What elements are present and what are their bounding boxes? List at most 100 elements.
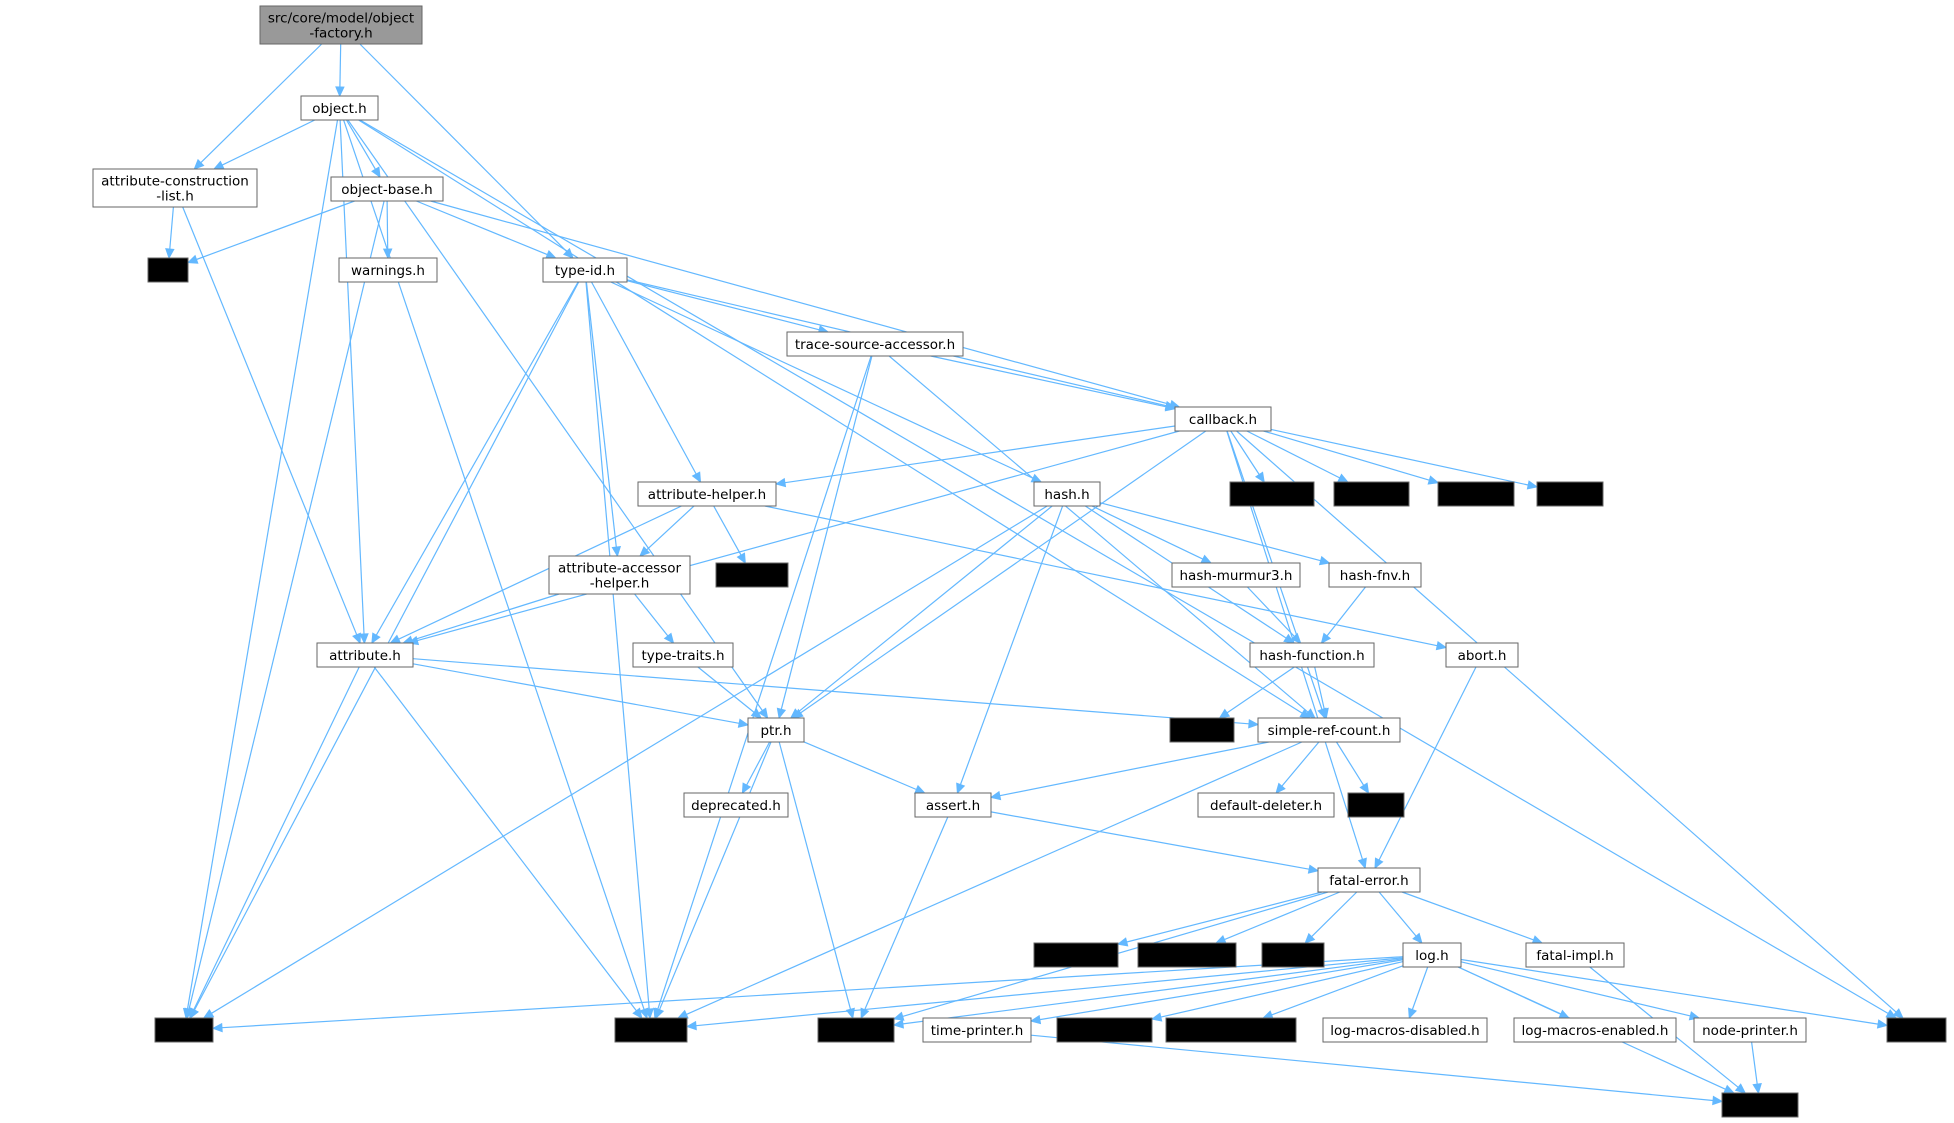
node-box xyxy=(715,562,789,588)
edge-line xyxy=(1224,891,1341,941)
edge-arrowhead xyxy=(789,708,802,719)
node-trace-source-accessor-h[interactable]: trace-source-accessor.h xyxy=(786,331,964,357)
node-label: exception xyxy=(1043,948,1109,964)
node-box xyxy=(632,642,734,668)
node-type-id-h[interactable]: type-id.h xyxy=(542,257,628,283)
edge-arrowhead xyxy=(691,471,702,484)
edge-abort-h-to-fatal-error-h xyxy=(1374,666,1477,870)
edge-fatal-error-h-to-log-h xyxy=(1378,891,1423,944)
edge-line xyxy=(1030,1034,1714,1102)
node-default-deleter-h[interactable]: default-deleter.h xyxy=(1197,792,1335,818)
edge-line xyxy=(778,741,852,1010)
node-box xyxy=(147,257,189,283)
edge-assert-h-to-iostream xyxy=(860,816,949,1020)
node-label: string xyxy=(165,1023,204,1039)
edge-line xyxy=(1314,666,1325,710)
node-box xyxy=(786,331,964,357)
node-attribute-accessor-helper-h[interactable]: attribute-accessor-helper.h xyxy=(548,555,691,595)
node-object-factory[interactable]: src/core/model/object-factory.h xyxy=(259,5,423,45)
node-box xyxy=(1445,642,1519,668)
edge-object-h-to-object-base-h xyxy=(345,119,381,179)
node-hash-murmur3-h[interactable]: hash-murmur3.h xyxy=(1171,562,1301,588)
edge-ptr-h-to-stdint-h xyxy=(655,741,772,1020)
edge-line xyxy=(610,281,1034,479)
node-time-printer-h[interactable]: time-printer.h xyxy=(922,1017,1032,1043)
node-deprecated-h[interactable]: deprecated.h xyxy=(683,792,789,818)
edge-object-base-h-to-string xyxy=(184,200,385,1020)
edge-object-h-to-attribute-h xyxy=(339,119,369,645)
edge-arrowhead xyxy=(1337,473,1349,483)
node-hash-h[interactable]: hash.h xyxy=(1033,481,1101,507)
edge-object-factory-to-attribute-construction-list-h xyxy=(193,43,323,170)
node-vector: vector xyxy=(1886,1017,1947,1043)
node-label: memory xyxy=(1343,487,1399,503)
edge-line xyxy=(746,741,771,786)
node-box xyxy=(338,257,438,283)
node-box xyxy=(1257,717,1401,743)
node-log-h[interactable]: log.h xyxy=(1402,942,1462,968)
node-log-macros-enabled-h[interactable]: log-macros-enabled.h xyxy=(1513,1017,1677,1043)
node-attribute-helper-h[interactable]: attribute-helper.h xyxy=(637,481,777,507)
edge-fatal-error-h-to-string-view xyxy=(1214,891,1341,944)
edge-line xyxy=(1271,965,1404,1016)
node-warnings-h[interactable]: warnings.h xyxy=(338,257,438,283)
node-label: functional xyxy=(1238,487,1305,503)
node-ptr-h[interactable]: ptr.h xyxy=(747,717,805,743)
edge-arrowhead xyxy=(1712,1095,1724,1106)
edge-arrowhead xyxy=(1435,640,1448,651)
node-simple-ref-count-h[interactable]: simple-ref-count.h xyxy=(1257,717,1401,743)
edge-line xyxy=(999,741,1269,797)
node-box xyxy=(1402,942,1462,968)
edge-callback-h-to-attribute-helper-h xyxy=(774,425,1176,488)
node-log-macros-disabled-h[interactable]: log-macros-disabled.h xyxy=(1322,1017,1488,1043)
edge-line xyxy=(902,958,1404,1025)
edge-line xyxy=(1401,891,1534,941)
edge-object-h-to-attribute-construction-list-h xyxy=(212,119,316,170)
node-label: assert.h xyxy=(926,798,980,814)
node-label: vector xyxy=(1895,1023,1938,1039)
edge-line xyxy=(182,206,358,635)
node-label: -list.h xyxy=(156,189,194,205)
edge-arrowhead xyxy=(758,707,769,720)
edge-arrowhead xyxy=(1734,1083,1747,1094)
node-box xyxy=(1249,642,1375,668)
edge-line xyxy=(764,505,1438,647)
edge-simple-ref-count-h-to-limits xyxy=(1335,741,1370,795)
edge-arrowhead xyxy=(845,1007,855,1020)
edge-arrowhead xyxy=(1290,632,1302,644)
edge-attribute-accessor-helper-h-to-attribute-h xyxy=(402,593,560,645)
node-node-printer-h[interactable]: node-printer.h xyxy=(1693,1017,1807,1043)
node-box xyxy=(1721,1092,1799,1118)
edge-arrowhead xyxy=(211,1022,223,1033)
node-fatal-error-h[interactable]: fatal-error.h xyxy=(1317,867,1421,893)
node-limits: limits xyxy=(1347,792,1405,818)
edge-line xyxy=(398,505,682,640)
node-attribute-construction-list-h[interactable]: attribute-construction-list.h xyxy=(92,168,258,208)
node-object-h[interactable]: object.h xyxy=(300,95,379,121)
edge-line xyxy=(797,505,1053,713)
node-fatal-impl-h[interactable]: fatal-impl.h xyxy=(1525,942,1625,968)
node-label: time-printer.h xyxy=(931,1023,1024,1039)
node-object-base-h[interactable]: object-base.h xyxy=(330,176,444,202)
node-label: default-deleter.h xyxy=(1210,798,1322,814)
edge-line xyxy=(347,119,763,711)
node-hash-fnv-h[interactable]: hash-fnv.h xyxy=(1328,562,1422,588)
node-type-traits-h[interactable]: type-traits.h xyxy=(632,642,734,668)
node-hash-function-h[interactable]: hash-function.h xyxy=(1249,642,1375,668)
edge-arrowhead xyxy=(1164,401,1177,412)
edge-line xyxy=(416,200,548,256)
node-list: list xyxy=(147,257,189,283)
node-attribute-h[interactable]: attribute.h xyxy=(316,642,414,668)
node-box xyxy=(542,257,628,283)
edge-simple-ref-count-h-to-assert-h xyxy=(989,741,1269,801)
node-assert-h[interactable]: assert.h xyxy=(914,792,992,818)
node-callback-h[interactable]: callback.h xyxy=(1174,406,1272,432)
node-type-traits: type_traits xyxy=(1056,1017,1153,1043)
node-box xyxy=(1171,562,1301,588)
node-abort-h[interactable]: abort.h xyxy=(1445,642,1519,668)
node-label: src/core/model/object xyxy=(268,11,414,27)
edge-trace-source-accessor-h-to-ptr-h xyxy=(776,355,873,720)
edge-type-id-h-to-hash-h xyxy=(610,281,1043,483)
edge-callback-h-to-utility xyxy=(1270,428,1539,490)
edge-hash-function-h-to-cstring xyxy=(1218,666,1295,719)
